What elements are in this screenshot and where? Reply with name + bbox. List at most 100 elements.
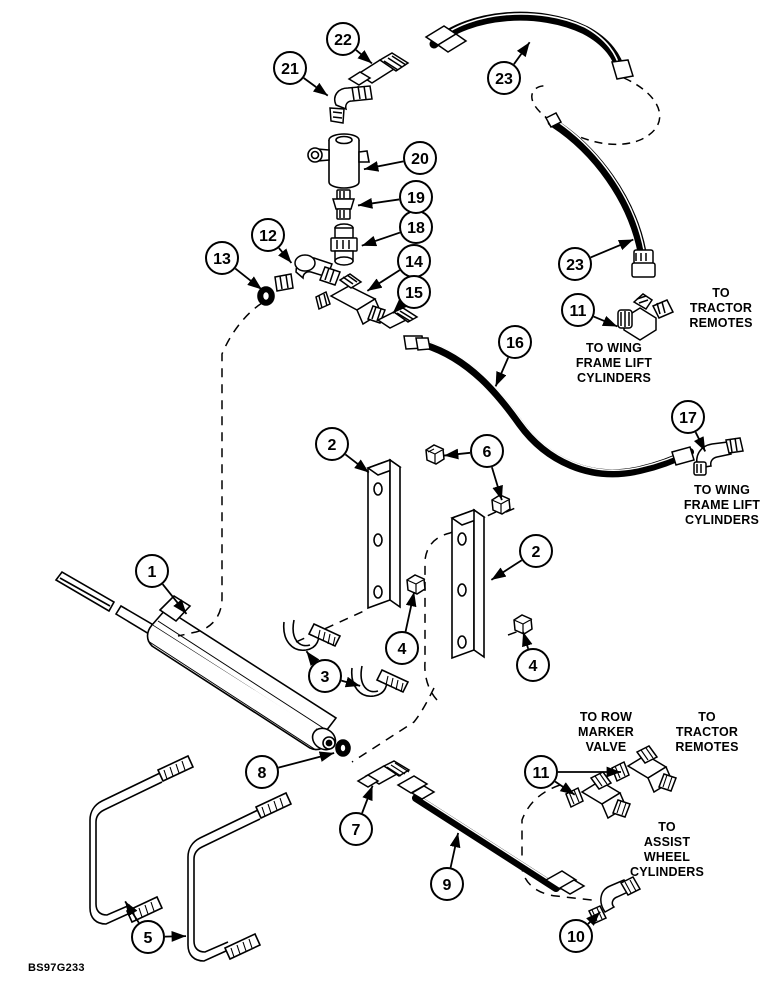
callout-number: 11: [533, 765, 550, 782]
leader-line: [443, 448, 471, 460]
leader-line: [449, 832, 461, 868]
leader-line: [234, 267, 263, 291]
elbow-fitting-17: [693, 437, 744, 476]
figure-id: BS97G233: [28, 962, 85, 974]
leader-line: [305, 650, 320, 666]
leader-line: [164, 931, 187, 942]
callout-23-hose-lower: 23: [558, 238, 634, 281]
callout-circle: [671, 400, 705, 434]
callout-number: 19: [407, 190, 425, 207]
callout-circle: [315, 427, 349, 461]
elbow-fitting-12: [274, 254, 341, 292]
callout-21-elbow-fitting-90: 21: [273, 51, 329, 97]
callout-number: 17: [679, 410, 697, 427]
callout-circle: [519, 534, 553, 568]
callout-number: 10: [567, 929, 585, 946]
callout-number: 16: [506, 335, 524, 352]
callout-circle: [558, 247, 592, 281]
leader-line: [593, 315, 618, 328]
note-tractor-remotes-bot: TO TRACTOR REMOTES: [675, 710, 739, 754]
callout-circle: [470, 434, 504, 468]
callout-9-hose-assist-wheel: 9: [430, 832, 464, 901]
valve-body-20: [307, 133, 370, 189]
callout-circle: [561, 293, 595, 327]
hose-lower-23: [544, 112, 656, 278]
callout-number: 23: [495, 71, 513, 88]
callout-8-o-ring-cylinder-port: 8: [245, 751, 335, 789]
callout-number: 15: [405, 285, 423, 302]
hex-nut-4-right: [513, 614, 533, 635]
hose-upper-23: [424, 11, 661, 146]
leader-line: [361, 231, 401, 247]
leader-line: [490, 559, 523, 581]
callout-1-hydraulic-cylinder: 1: [135, 554, 188, 615]
note-row-marker-valve: TO ROW MARKER VALVE: [577, 710, 635, 754]
callout-23-hose-upper: 23: [487, 41, 531, 95]
callout-19-adapter-fitting: 19: [357, 180, 433, 214]
straight-fitting-7: [356, 760, 411, 788]
callout-11-tee-fitting-row-marker: [554, 780, 576, 796]
callout-number: 2: [532, 544, 541, 561]
hose-9: [396, 775, 586, 895]
callout-circle: [559, 919, 593, 953]
callout-number: 3: [321, 669, 330, 686]
callout-13-o-ring: 13: [205, 241, 263, 291]
callout-circle: [498, 325, 532, 359]
callout-number: 6: [483, 444, 492, 461]
u-bolt-left-5: [89, 754, 195, 925]
leader-line: [124, 900, 140, 924]
callout-circle: [205, 241, 239, 275]
leader-line: [278, 751, 335, 769]
callout-3-j-hook-bolt-lower: [341, 676, 361, 688]
callout-4-hex-nut-right: 4: [516, 631, 550, 682]
leader-line: [586, 911, 601, 926]
leader-line: [590, 238, 634, 259]
mounting-strap-right-2: [450, 508, 486, 660]
callout-number: 8: [258, 765, 267, 782]
elbow-fitting-21: [329, 85, 373, 124]
hex-nut-4-left: [406, 574, 426, 595]
leader-line: [363, 160, 404, 172]
callout-number: 22: [334, 32, 352, 49]
hydraulic-cylinder-1: [54, 570, 338, 751]
callout-6-hex-nut-upper: 6: [443, 434, 504, 468]
leader-line: [366, 269, 401, 292]
callout-circle: [487, 61, 521, 95]
callout-number: 21: [281, 61, 299, 78]
adapter-fitting-19: [331, 189, 356, 220]
callout-20-valve-body: 20: [363, 141, 437, 175]
o-ring-8: [335, 739, 351, 757]
callout-2-mounting-strap-right: 2: [490, 534, 553, 581]
leader-line: [522, 631, 533, 649]
callout-circle: [326, 22, 360, 56]
leader-line: [161, 583, 188, 615]
callout-circle: [524, 755, 558, 789]
leader-line: [693, 431, 707, 452]
callout-number: 12: [259, 228, 277, 245]
callout-10-elbow-fitting: 10: [559, 911, 601, 953]
callout-18-union-fitting: 18: [361, 210, 433, 247]
callout-number: 11: [570, 303, 587, 320]
hex-nut-6-upper: [425, 444, 445, 465]
j-hook-bolt-lower-3: [350, 665, 410, 697]
note-tractor-remotes-top: TO TRACTOR REMOTES: [689, 286, 753, 330]
callout-12-elbow-fitting-swivel: 12: [251, 218, 293, 264]
mounting-strap-left-2: [366, 458, 402, 610]
leader-line: [491, 467, 503, 501]
callout-5-u-bolt-right: [164, 931, 187, 942]
callout-circle: [245, 755, 279, 789]
callout-circle: [135, 554, 169, 588]
leader-line: [341, 676, 361, 688]
callout-number: 13: [213, 251, 231, 268]
callout-circle: [339, 812, 373, 846]
callout-circle: [385, 631, 419, 665]
j-hook-bolt-upper-3: [282, 619, 342, 651]
callout-5-u-bolt-left: 5: [124, 900, 165, 954]
u-bolt-right-5: [187, 791, 293, 962]
callout-22-straight-fitting-top: 22: [326, 22, 373, 65]
note-wing-frame-lift-right: TO WING FRAME LIFT CYLINDERS: [683, 483, 761, 527]
tee-fitting-14: [315, 273, 386, 326]
callout-number: 4: [529, 658, 538, 675]
